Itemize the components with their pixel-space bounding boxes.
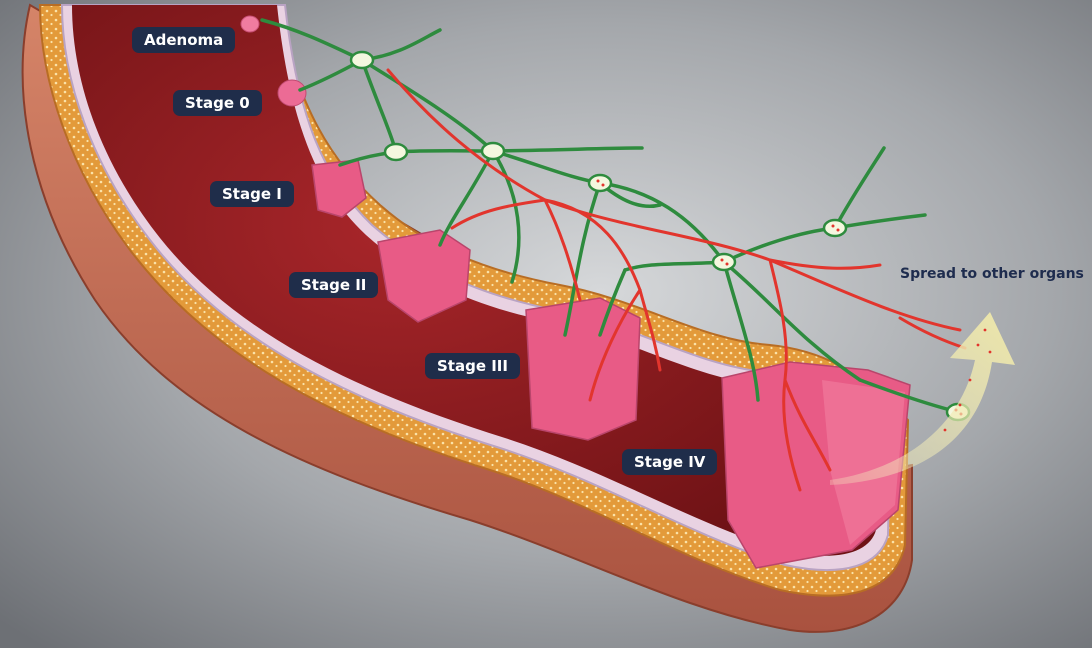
lymph-node	[713, 254, 735, 270]
stage2-label: Stage II	[289, 272, 378, 298]
lymph-node	[589, 175, 611, 191]
lymph-node	[824, 220, 846, 236]
spread-callout: Spread to other organs	[900, 266, 1084, 282]
lymph-node	[385, 144, 407, 160]
adenoma-label: Adenoma	[132, 27, 235, 53]
stage1-label: Stage I	[210, 181, 294, 207]
lymph-node	[482, 143, 504, 159]
stage4-label: Stage IV	[622, 449, 717, 475]
adenoma-polyp	[241, 16, 259, 32]
stage3-label: Stage III	[425, 353, 520, 379]
lymph-node	[351, 52, 373, 68]
stage0-label: Stage 0	[173, 90, 262, 116]
stage0-tumor	[278, 80, 306, 106]
